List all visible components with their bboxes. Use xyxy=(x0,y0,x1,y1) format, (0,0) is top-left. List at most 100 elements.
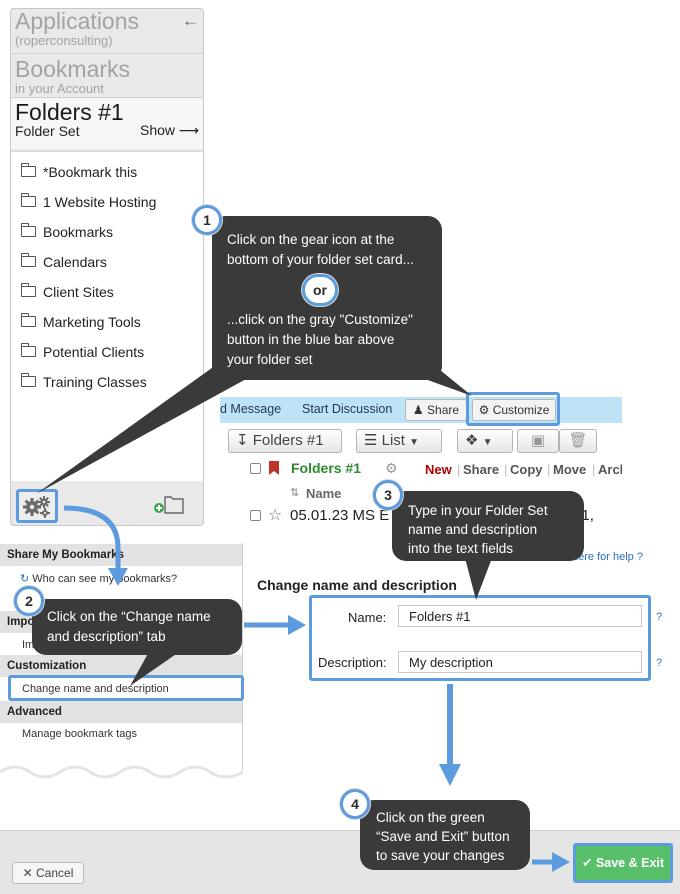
folder-item[interactable]: *Bookmark this xyxy=(20,162,138,182)
folder-checkbox[interactable] xyxy=(250,463,261,474)
customization-header: Customization xyxy=(0,655,242,677)
callout-1-line-5: your folder set xyxy=(227,352,313,367)
folder-item[interactable]: Marketing Tools xyxy=(20,312,141,332)
folder-set-subtitle: Folder Set xyxy=(15,123,80,139)
help-link[interactable]: here for help ? xyxy=(572,551,643,563)
folder-icon xyxy=(20,193,36,207)
copy-action[interactable]: Copy xyxy=(510,462,543,477)
folder-item[interactable]: Client Sites xyxy=(20,282,114,302)
folder-label: Marketing Tools xyxy=(43,314,141,330)
caret-down-icon: ▼ xyxy=(482,437,493,448)
change-name-description-tab[interactable]: Change name and description xyxy=(22,683,169,695)
folder-label: Potential Clients xyxy=(43,344,145,360)
bookmark-item-name[interactable]: 05.01.23 MS E xyxy=(290,507,390,524)
name-help-mark[interactable]: ? xyxy=(656,611,663,623)
folder-item[interactable]: Training Classes xyxy=(20,372,147,392)
tag-button[interactable]: ❖ ▼ xyxy=(457,429,513,453)
import-item[interactable]: Im xyxy=(22,639,35,651)
action-divider: | xyxy=(547,462,551,477)
list-label: List xyxy=(381,432,405,449)
callout-2-line-2: and description” tab xyxy=(47,629,166,644)
name-sort-header[interactable]: Name xyxy=(306,486,342,501)
applications-section[interactable]: Applications (roperconsulting) ← xyxy=(11,9,203,53)
bottom-action-bar: ✕ Cancel ✔ Save & Exit xyxy=(0,830,680,894)
trash-icon: 🗑︎ xyxy=(568,432,588,449)
step-4-badge: 4 xyxy=(340,789,370,819)
folder-label: 1 Website Hosting xyxy=(43,194,157,210)
trash-button[interactable]: 🗑︎ xyxy=(559,429,597,453)
folder-icon xyxy=(20,283,36,297)
bookmarks-section[interactable]: Bookmarks in your Account xyxy=(11,53,203,101)
folder-label: Bookmarks xyxy=(43,224,114,240)
move-action[interactable]: Move xyxy=(553,462,587,477)
folder-gear-icon[interactable]: ⚙ xyxy=(385,460,398,476)
callout-4: Click on the green “Save and Exit” butto… xyxy=(360,800,530,870)
gear-button[interactable] xyxy=(16,489,58,523)
change-name-tab-highlight xyxy=(8,675,244,701)
bookmarks-subtitle: in your Account xyxy=(15,81,104,96)
folder-item[interactable]: Calendars xyxy=(20,252,107,272)
action-divider: | xyxy=(592,462,596,477)
folder-set-title: Folders #1 xyxy=(15,99,124,125)
item-checkbox[interactable] xyxy=(250,510,261,521)
callout-2: Click on the “Change name and descriptio… xyxy=(32,599,242,655)
star-icon[interactable]: ☆ xyxy=(268,507,283,524)
list-view-button[interactable]: ☰ List ▼ xyxy=(356,429,442,453)
settings-menu: Share My Bookmarks ↻ Who can see my book… xyxy=(0,543,243,773)
new-action[interactable]: New xyxy=(425,462,452,477)
gears-small-icon: ⚙ xyxy=(478,403,490,417)
share-button[interactable]: ♟ Share xyxy=(405,399,467,421)
folder-set-section[interactable]: Folders #1 Folder Set xyxy=(11,97,203,149)
callout-3: Type in your Folder Set name and descrip… xyxy=(392,491,584,561)
bookmarks-title: Bookmarks xyxy=(15,56,131,82)
archive-action[interactable]: Arch xyxy=(598,462,622,477)
folder-selector-label: Folders #1 xyxy=(252,432,324,449)
show-link[interactable]: Show ⟶ xyxy=(140,122,199,139)
folder-label: Calendars xyxy=(43,254,107,270)
folder-label: Client Sites xyxy=(43,284,114,300)
archive-button[interactable]: ▣ xyxy=(517,429,559,453)
save-and-exit-button[interactable]: ✔ Save & Exit xyxy=(573,843,673,883)
caret-down-icon: ▼ xyxy=(409,437,420,448)
step-1-badge: 1 xyxy=(192,205,222,235)
cancel-label: Cancel xyxy=(36,866,74,880)
list-icon: ☰ xyxy=(364,432,378,449)
folder-item[interactable]: Bookmarks xyxy=(20,222,114,242)
folder-icon xyxy=(20,163,36,177)
share-bookmarks-header: Share My Bookmarks xyxy=(0,544,242,566)
folder-row-name[interactable]: Folders #1 xyxy=(291,460,362,476)
dialog-title: Change name and description xyxy=(257,577,457,593)
show-label: Show xyxy=(140,122,176,138)
send-message-link[interactable]: d Message xyxy=(220,402,282,416)
applications-title: Applications xyxy=(15,8,140,34)
description-help-mark[interactable]: ? xyxy=(656,657,663,669)
customize-highlight xyxy=(466,392,560,426)
folder-set-card: Applications (roperconsulting) ← Bookmar… xyxy=(10,8,204,526)
share-label: Share xyxy=(427,403,460,417)
folder-item[interactable]: Potential Clients xyxy=(20,342,145,362)
share-action[interactable]: Share xyxy=(463,462,500,477)
card-footer xyxy=(11,481,203,525)
who-can-see-item[interactable]: ↻ Who can see my bookmarks? xyxy=(20,572,177,585)
callout-4-line-1: Click on the green xyxy=(376,810,485,825)
folder-label: *Bookmark this xyxy=(43,164,138,180)
customize-button[interactable]: ⚙ Customize xyxy=(472,399,556,421)
or-badge: or xyxy=(302,274,338,306)
cancel-button[interactable]: ✕ Cancel xyxy=(12,862,84,884)
description-input[interactable] xyxy=(398,651,642,673)
folder-icon xyxy=(20,223,36,237)
start-discussion-link[interactable]: Start Discussion xyxy=(302,402,393,416)
save-label: Save & Exit xyxy=(595,856,665,870)
manage-tags-item[interactable]: Manage bookmark tags xyxy=(22,728,137,740)
name-label: Name: xyxy=(348,610,387,625)
folder-selector-button[interactable]: ↧ Folders #1 xyxy=(228,429,342,453)
folder-list: *Bookmark this 1 Website Hosting Bookmar… xyxy=(11,151,203,481)
description-label: Description: xyxy=(318,655,387,670)
sort-az-icon[interactable]: ⇅ xyxy=(290,487,300,499)
add-folder-button[interactable] xyxy=(153,493,185,515)
callout-1-line-2: bottom of your folder set card... xyxy=(227,252,414,267)
back-arrow-icon[interactable]: ← xyxy=(182,11,199,30)
name-input[interactable] xyxy=(398,605,642,627)
folder-item[interactable]: 1 Website Hosting xyxy=(20,192,157,212)
applications-subtitle: (roperconsulting) xyxy=(15,33,113,48)
